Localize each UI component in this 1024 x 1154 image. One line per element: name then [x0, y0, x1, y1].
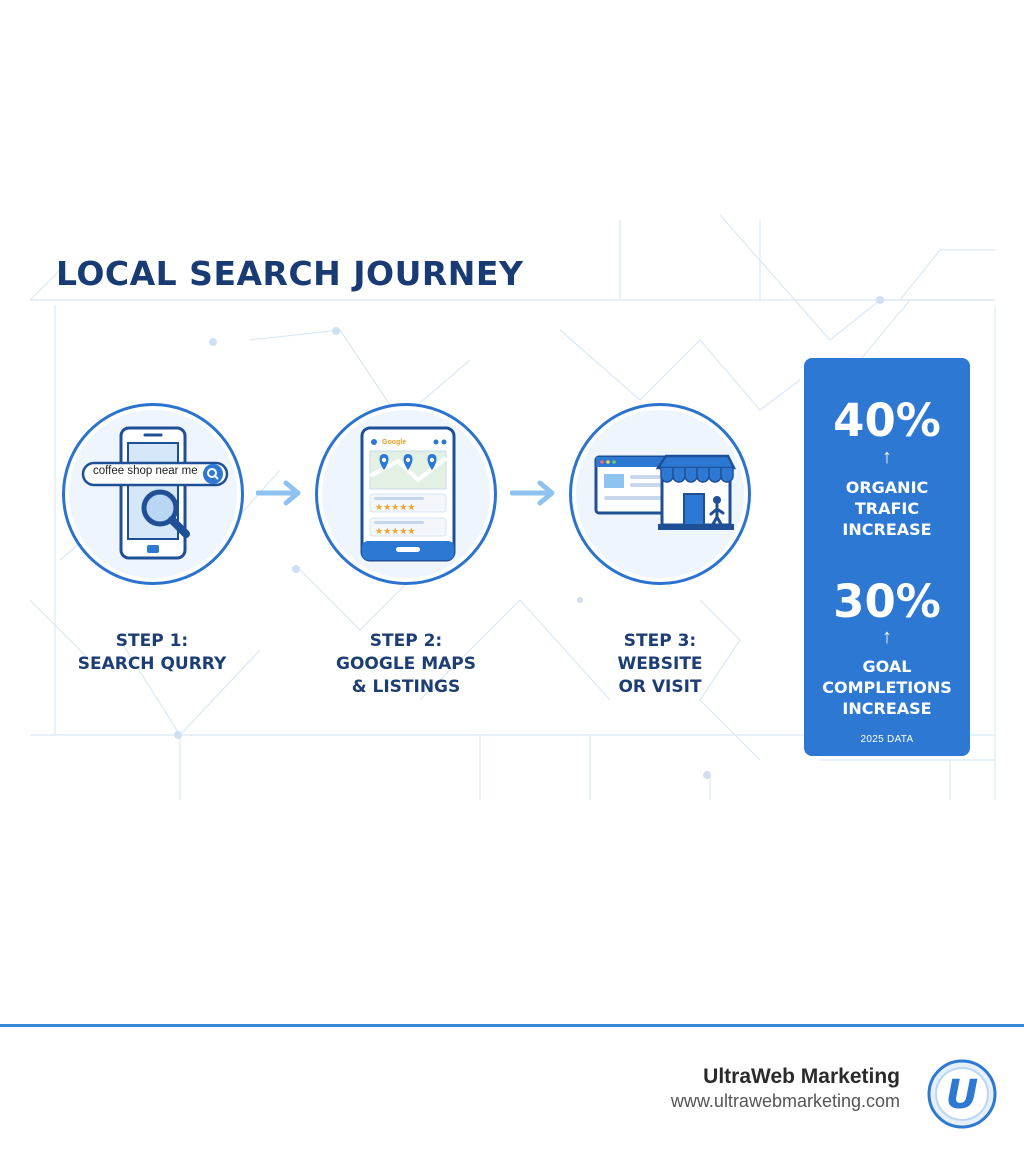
tablet-logo-text: Google — [382, 439, 407, 446]
stats-note: 2025 DATA — [860, 734, 914, 745]
stats-panel: 40% ↑ ORGANIC TRAFIC INCREASE 30% ↑ GOAL… — [804, 358, 970, 756]
step-3-label: STEP 3: WEBSITE OR VISIT — [617, 631, 703, 697]
arrow-up-icon: ↑ — [882, 446, 892, 468]
step-3-circle — [569, 403, 751, 585]
search-query-text: coffee shop near me — [93, 465, 198, 477]
arrow-up-icon: ↑ — [882, 626, 892, 648]
rating-stars: ★★★★★ — [375, 502, 416, 512]
website-storefront-icon — [576, 410, 744, 578]
svg-text:U: U — [946, 1072, 978, 1118]
brand-url[interactable]: www.ultrawebmarketing.com — [670, 1091, 900, 1111]
page-title: LOCAL SEARCH JOURNEY — [56, 254, 524, 293]
stat-value: 30% — [833, 575, 941, 628]
step-2-circle: Google ★★★★★ ★★★★★ — [315, 403, 497, 585]
step-1-label: STEP 1: SEARCH QURRY — [77, 631, 227, 674]
step-2-label: STEP 2: GOOGLE MAPS & LISTINGS — [336, 631, 476, 697]
brand-logo: U — [927, 1059, 997, 1129]
stat-value: 40% — [833, 394, 941, 447]
footer-divider — [0, 1024, 1024, 1027]
step-1-circle: coffee shop near me — [62, 403, 244, 585]
arrow-right-icon — [256, 480, 301, 506]
stat-label: ORGANIC TRAFIC INCREASE — [842, 478, 932, 539]
maps-listings-icon — [322, 410, 490, 578]
rating-stars: ★★★★★ — [375, 526, 416, 536]
arrow-right-icon — [510, 480, 555, 506]
brand-name: UltraWeb Marketing — [703, 1065, 900, 1088]
phone-search-icon — [69, 410, 237, 578]
stat-label: GOAL COMPLETIONS INCREASE — [822, 657, 952, 718]
